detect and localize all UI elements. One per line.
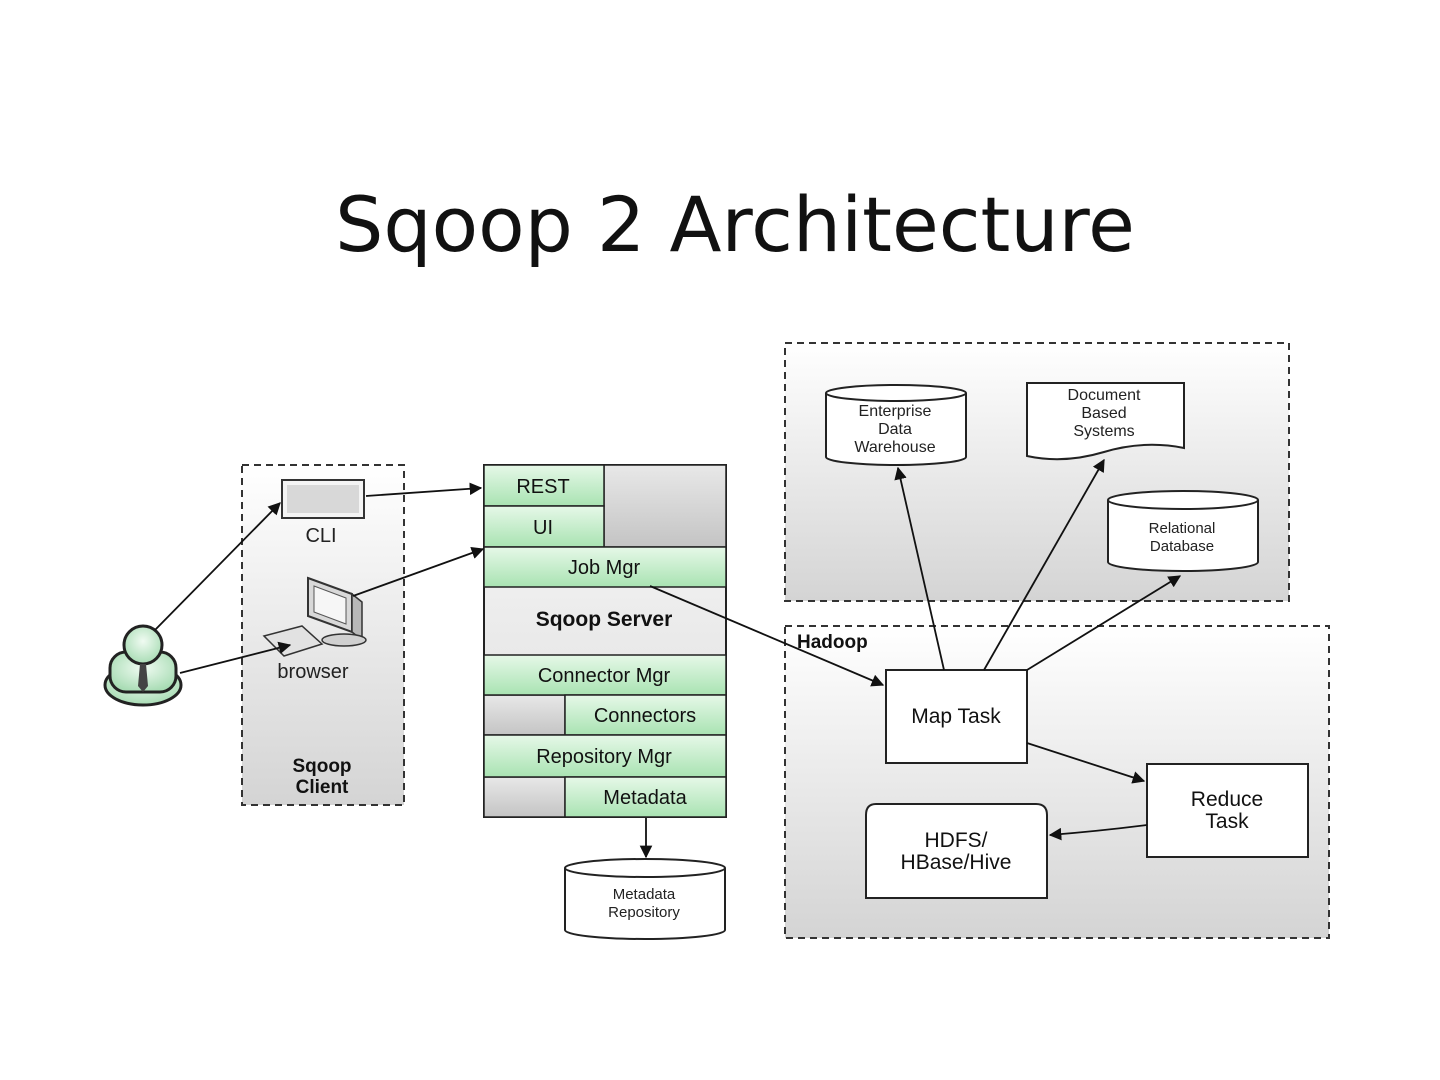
arrow-maptask-to-reduce — [1026, 742, 1146, 784]
rest-label: REST — [516, 476, 569, 498]
repository-mgr-label: Repository Mgr — [536, 746, 672, 768]
ui-label: UI — [533, 517, 553, 539]
rest-layer — [483, 464, 605, 507]
slide-title: Sqoop 2 Architecture — [335, 180, 1135, 269]
arrow-jobmgr-to-maptask — [649, 585, 885, 687]
connectors-label: Connectors — [594, 705, 696, 727]
metadata-label: Metadata — [603, 787, 687, 809]
reduce-task-line1: Reduce — [1191, 788, 1263, 811]
metadata-repository-cylinder: Metadata Repository — [564, 858, 726, 940]
hdfs-line1: HDFS/ — [925, 829, 988, 852]
connector-mgr-label: Connector Mgr — [538, 665, 671, 687]
client-group-label-line2: Client — [296, 777, 349, 798]
arrow-reduce-to-hdfs — [1048, 824, 1148, 841]
job-mgr-label: Job Mgr — [568, 557, 641, 579]
arrow-user-to-browser — [179, 641, 292, 674]
metadata-repository-line2: Repository — [608, 904, 680, 921]
edw-line3: Warehouse — [854, 439, 935, 456]
metadata-repository-line1: Metadata — [613, 886, 676, 903]
browser-label: browser — [277, 661, 348, 683]
user-icon — [103, 624, 183, 707]
arrow-maptask-to-doc — [983, 458, 1105, 671]
job-mgr-layer — [483, 546, 727, 588]
relational-database-cylinder: Relational Database — [1107, 490, 1259, 572]
doc-line1: Document — [1068, 387, 1141, 404]
document-based-systems-doc: Document Based Systems — [1026, 382, 1185, 461]
arrow-browser-to-ui — [352, 546, 485, 597]
cli-label: CLI — [305, 525, 336, 547]
rdb-line1: Relational — [1149, 520, 1216, 537]
doc-line2: Based — [1081, 405, 1126, 422]
edw-line1: Enterprise — [859, 403, 932, 420]
enterprise-data-warehouse-cylinder: Enterprise Data Warehouse — [825, 384, 967, 466]
client-group-label-line1: Sqoop — [292, 756, 351, 777]
reduce-task-line2: Task — [1205, 810, 1249, 833]
hadoop-label: Hadoop — [797, 632, 868, 653]
hdfs-hbase-hive-box: HDFS/ HBase/Hive — [865, 803, 1048, 899]
hdfs-line2: HBase/Hive — [901, 851, 1012, 874]
rdb-line2: Database — [1150, 538, 1214, 555]
connector-mgr-layer — [483, 654, 727, 696]
doc-line3: Systems — [1073, 423, 1134, 440]
map-task-box: Map Task — [885, 669, 1028, 764]
sqoop-server-label: Sqoop Server — [536, 608, 673, 631]
arrow-cli-to-rest — [365, 482, 483, 497]
connector-arrows — [154, 458, 1182, 859]
cli-terminal-icon — [281, 479, 365, 519]
arrow-maptask-to-edw — [894, 466, 945, 671]
sqoop-server-stack: REST UI Job Mgr Sqoop Server Connector M… — [483, 464, 727, 818]
reduce-task-box: Reduce Task — [1146, 763, 1309, 858]
metadata-layer — [564, 776, 727, 818]
map-task-label: Map Task — [911, 705, 1001, 728]
arrow-maptask-to-rdb — [1026, 575, 1182, 671]
edw-line2: Data — [878, 421, 912, 438]
arrow-user-to-cli — [154, 502, 281, 631]
